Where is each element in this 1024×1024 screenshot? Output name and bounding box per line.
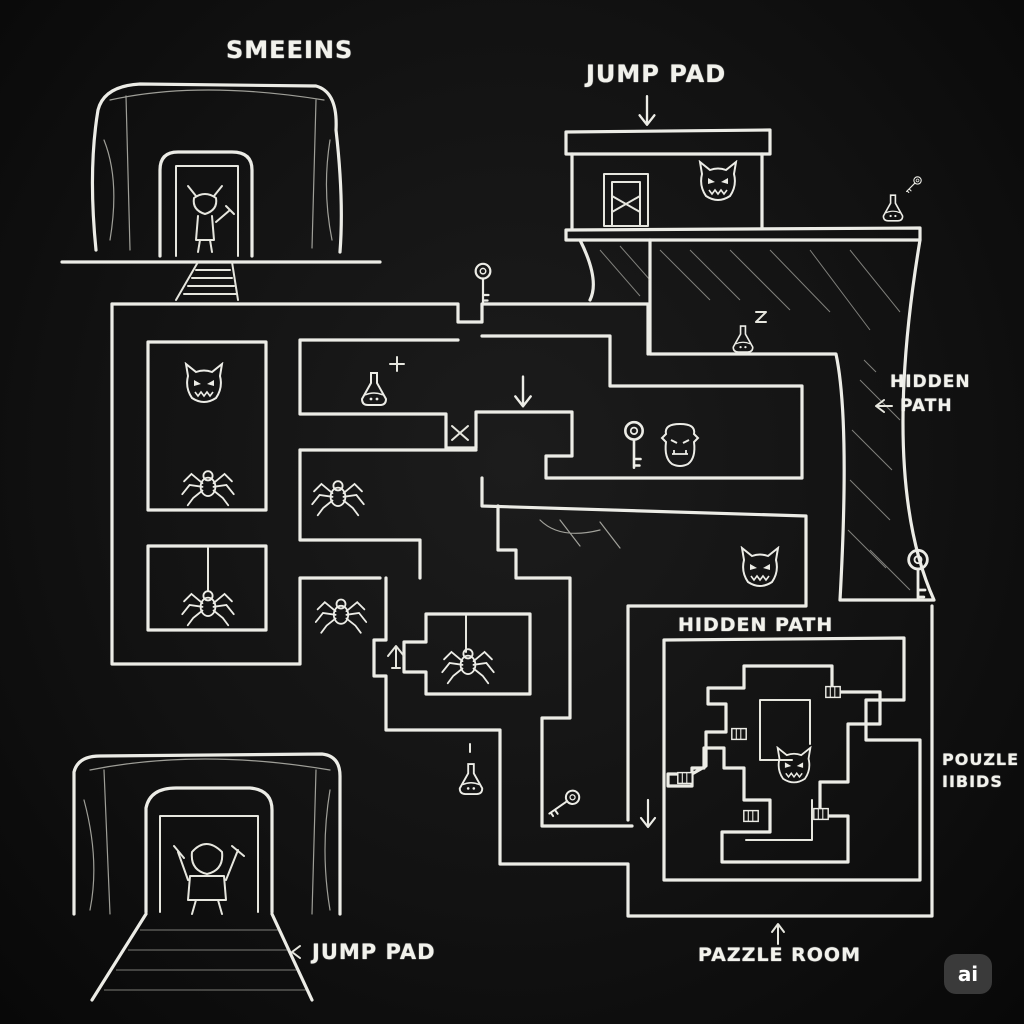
pouzle-label-2: IIBIDS xyxy=(942,772,1003,791)
gate-icon xyxy=(676,771,694,785)
key-icon xyxy=(544,786,583,821)
top-tower xyxy=(564,128,936,602)
top-cave-label: SMEEINS xyxy=(226,36,354,64)
potion-icon xyxy=(882,194,904,222)
jump-pad-bottom-label: JUMP PAD xyxy=(312,940,436,964)
potion-icon xyxy=(458,762,484,796)
key-icon xyxy=(902,174,924,196)
left-rooms xyxy=(146,340,268,632)
gate-icon xyxy=(824,685,842,699)
spider-icon xyxy=(311,480,365,517)
demon-face-icon xyxy=(776,746,812,784)
puzzle-room-maze xyxy=(666,664,882,864)
maze-walls xyxy=(110,302,934,918)
pouzle-label-1: POUZLE xyxy=(942,750,1020,769)
map-items xyxy=(311,262,929,829)
puzzle-room-label: PAZZLE ROOM xyxy=(698,944,861,966)
key-icon xyxy=(474,262,492,304)
ai-badge: ai xyxy=(944,954,992,994)
arrow-icon xyxy=(514,375,532,408)
hidden-path-right-label-1: HIDDEN xyxy=(890,372,971,392)
spider-icon xyxy=(441,648,495,685)
gate-icon xyxy=(730,727,748,741)
arrow-icon xyxy=(638,94,656,127)
gate-icon xyxy=(742,809,760,823)
spider-icon xyxy=(314,598,368,634)
orc-face-icon xyxy=(660,422,700,468)
arrow-icon xyxy=(639,798,657,829)
potion-icon xyxy=(732,325,754,353)
bottom-cave xyxy=(72,752,342,1002)
jump-pad-top-label: JUMP PAD xyxy=(586,60,727,88)
hidden-path-center-label: HIDDEN PATH xyxy=(678,614,834,636)
demon-face-icon xyxy=(699,161,737,201)
spider-icon xyxy=(181,470,235,507)
gate-icon xyxy=(812,807,830,821)
demon-face-icon xyxy=(741,547,779,587)
potion-icon xyxy=(360,371,388,407)
demon-face-icon xyxy=(185,363,223,403)
spider-icon xyxy=(181,590,235,627)
hidden-path-right-label-2: PATH xyxy=(900,396,953,416)
key-icon xyxy=(623,420,645,470)
top-cave xyxy=(60,82,382,301)
